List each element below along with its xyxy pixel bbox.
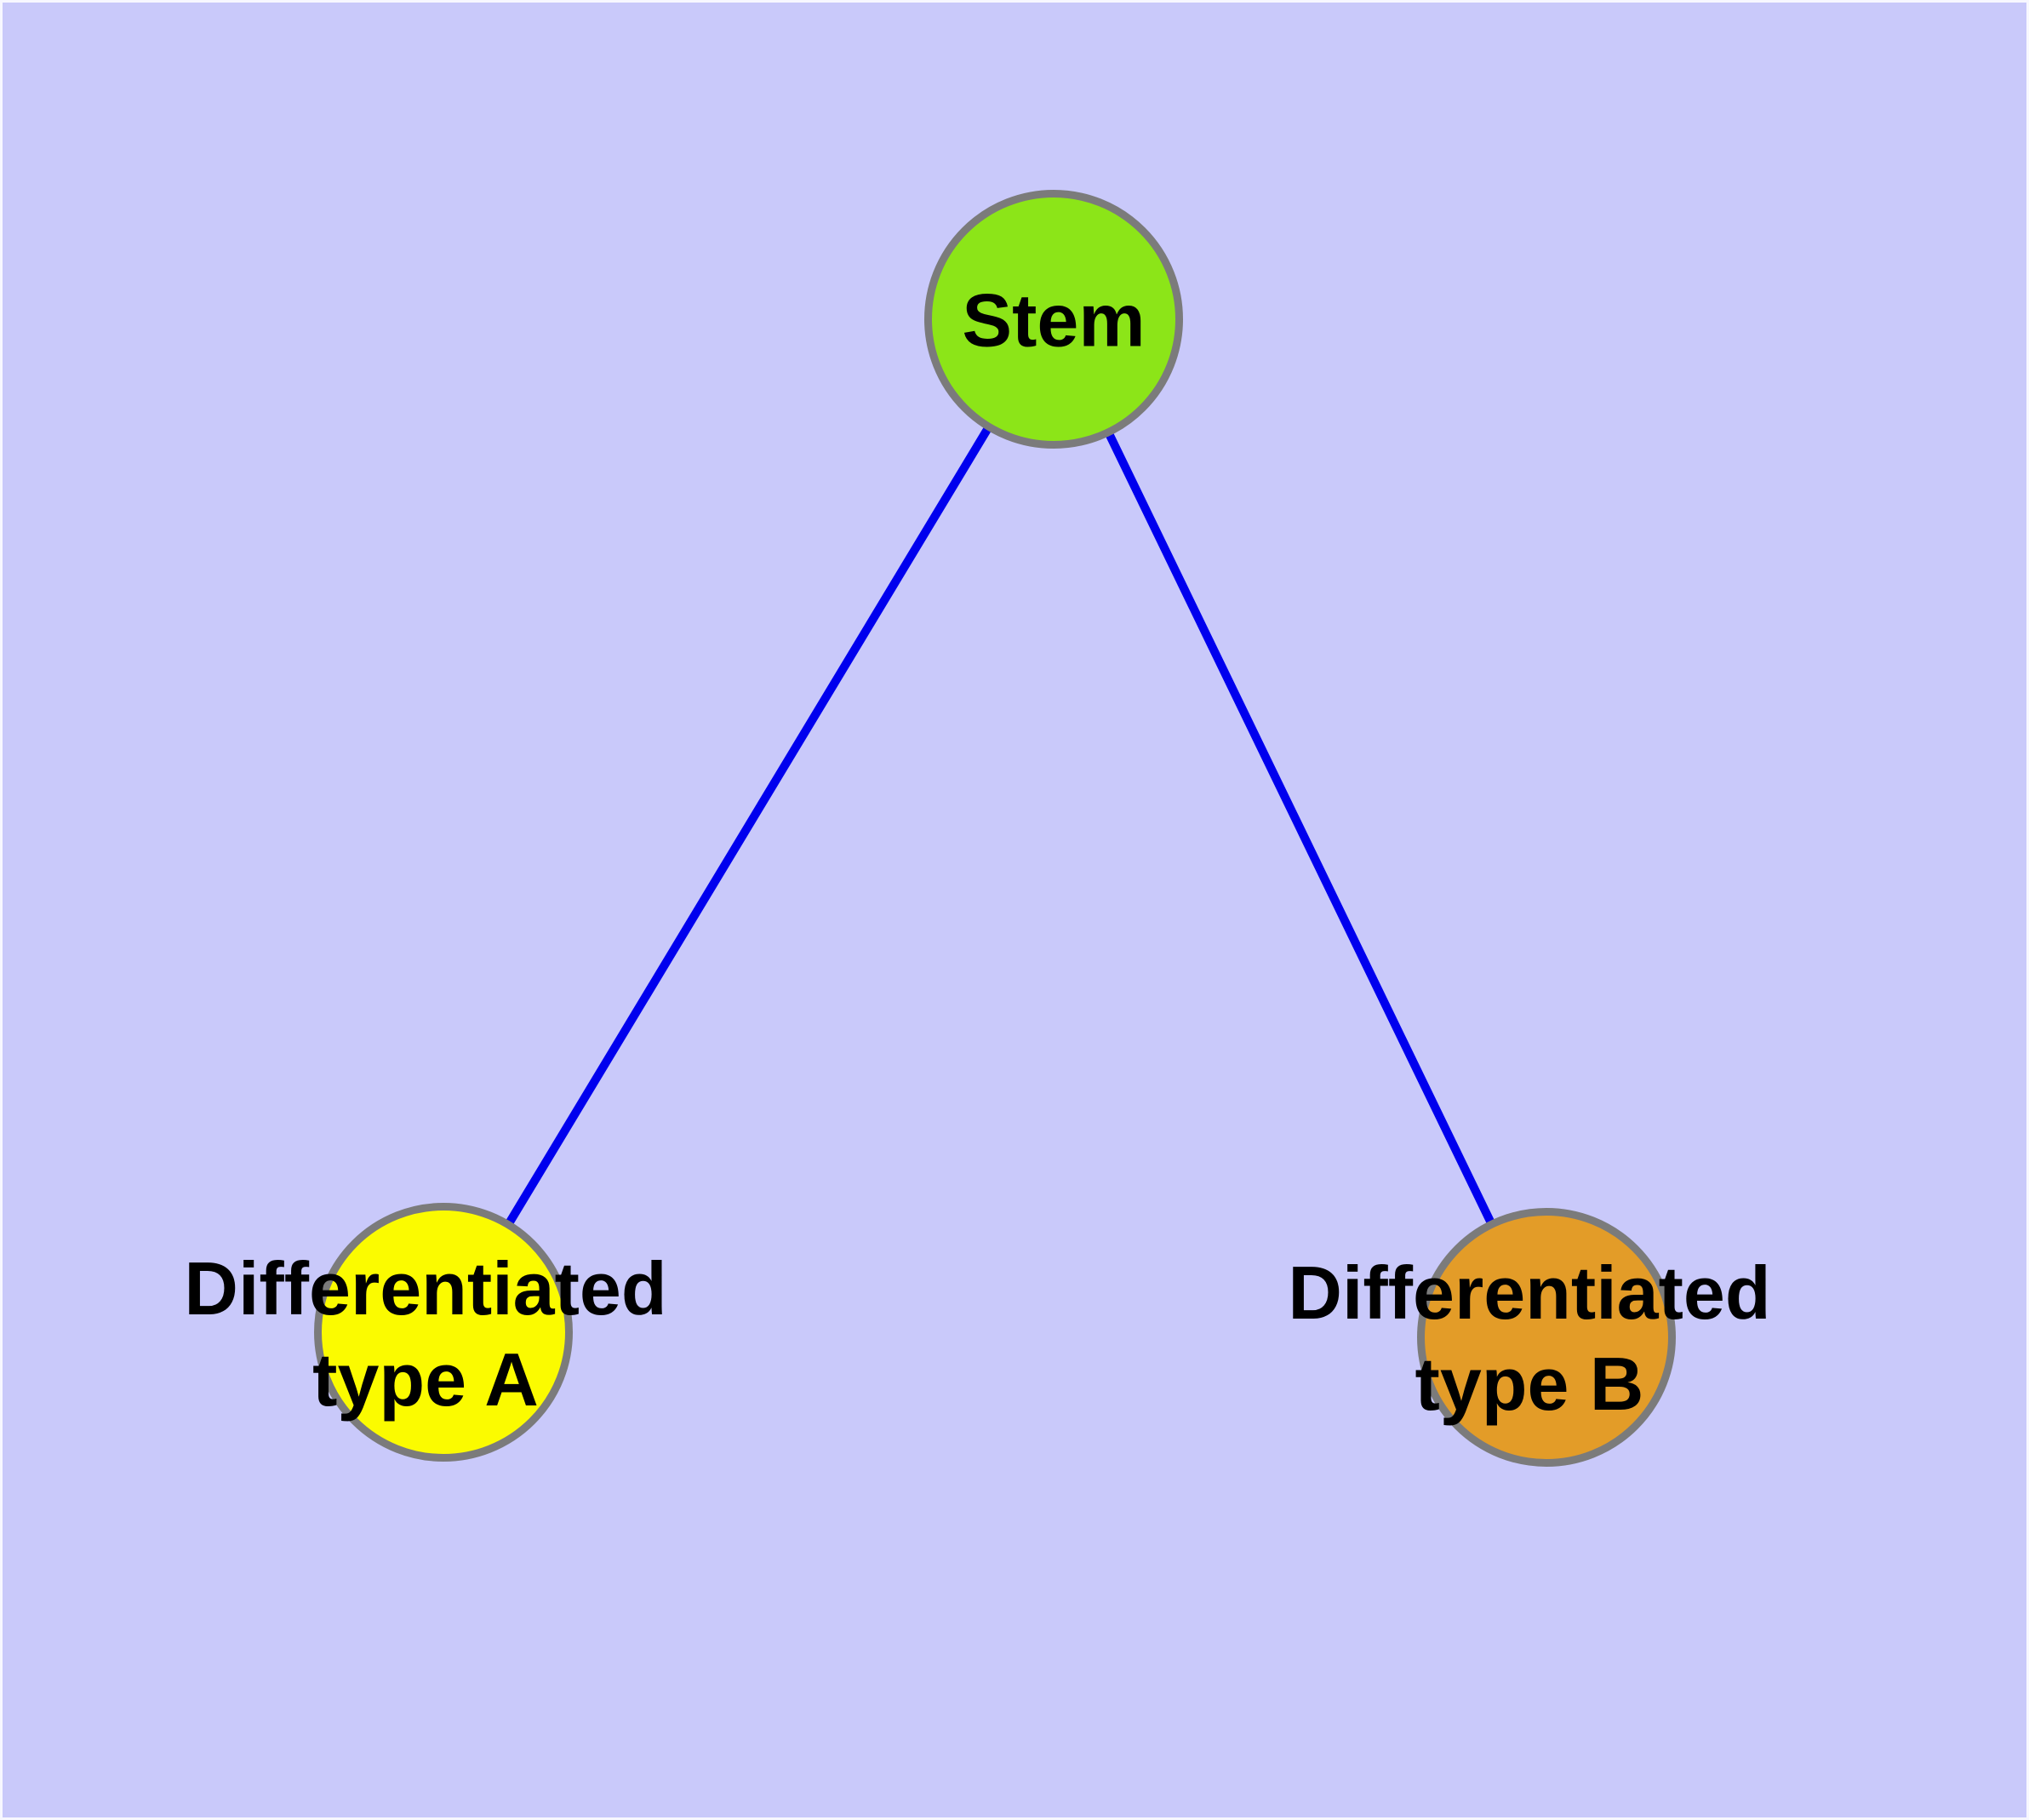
node-stem-label: Stem [962, 275, 1145, 366]
node-differentiated-type-a-label: Differentiated type A [184, 1243, 666, 1425]
label-line: type B [1415, 1342, 1644, 1426]
node-stem [924, 190, 1183, 449]
label-line: Differentiated [1288, 1251, 1771, 1335]
label-line: type A [312, 1337, 539, 1422]
edge-stem-to-type-a [439, 315, 1058, 1336]
node-differentiated-type-b [1417, 1208, 1676, 1467]
label-line: Differentiated [184, 1246, 667, 1331]
node-differentiated-type-b-label: Differentiated type B [1288, 1247, 1770, 1429]
label-line: Stem [962, 278, 1146, 363]
node-differentiated-type-a [314, 1203, 573, 1462]
edge-stem-to-type-b [1049, 315, 1551, 1342]
